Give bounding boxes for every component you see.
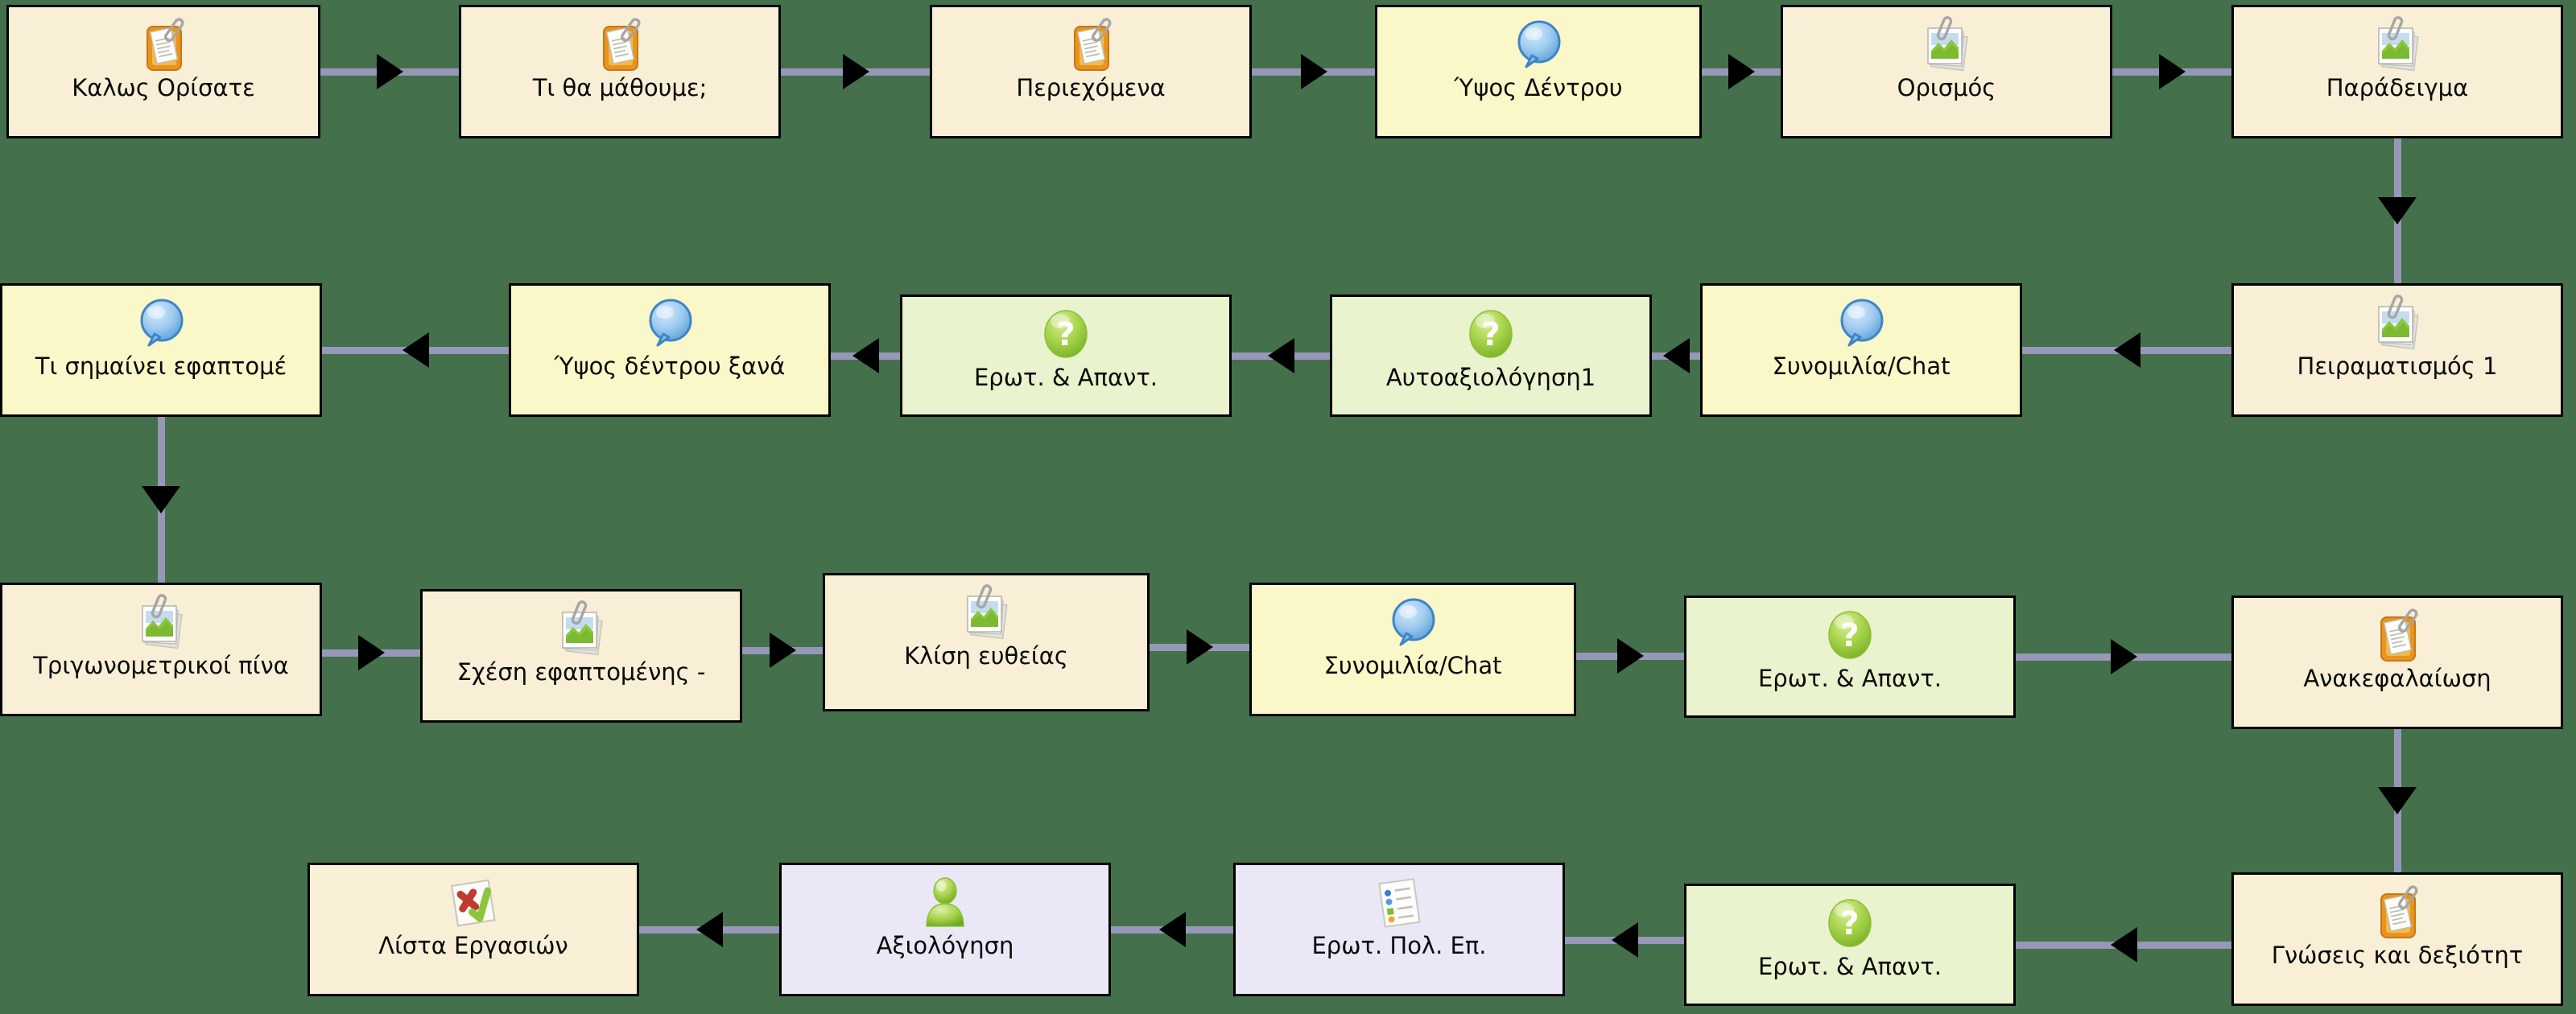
svg-text:?: ?: [1481, 316, 1500, 353]
arrowhead-right-icon: [843, 54, 869, 89]
checkmark-cross-icon: [451, 879, 496, 927]
flow-node-n20[interactable]: ? Ερωτ. & Απαντ.: [1684, 884, 2016, 1006]
flow-node-n15[interactable]: Κλίση ευθείας: [823, 573, 1150, 711]
question-circle-icon: ?: [1828, 611, 1872, 659]
flow-node-label: Περιεχόμενα: [1016, 74, 1166, 101]
arrowhead-left-icon: [1159, 912, 1186, 947]
arrowhead-right-icon: [377, 54, 403, 89]
speech-bubble-icon: [1840, 299, 1884, 347]
arrowhead-left-icon: [1612, 922, 1638, 958]
flow-node-label: Παράδειγμα: [2326, 74, 2469, 101]
svg-text:?: ?: [1840, 905, 1859, 942]
arrowhead-right-icon: [1728, 54, 1755, 89]
flow-node-label: Ανακεφαλαίωση: [2303, 665, 2491, 692]
flow-node-n12[interactable]: Τι σημαίνει εφαπτομέ: [0, 283, 322, 417]
flow-node-label: Πειραματισμός 1: [2297, 352, 2498, 380]
arrowhead-left-icon: [1663, 338, 1690, 373]
flow-node-n4[interactable]: Ύψος Δέντρου: [1375, 5, 1702, 138]
arrowhead-right-icon: [2111, 639, 2137, 674]
flow-node-label: Συνομιλία/Chat: [1323, 652, 1502, 679]
arrowhead-left-icon: [852, 338, 879, 373]
arrowhead-left-icon: [2114, 332, 2140, 368]
arrowhead-down-icon: [2378, 197, 2417, 225]
person-icon: [926, 877, 964, 927]
flow-node-n8[interactable]: Συνομιλία/Chat: [1700, 283, 2022, 417]
flow-node-n23[interactable]: Λίστα Εργασιών: [308, 863, 639, 996]
svg-text:?: ?: [1840, 617, 1859, 654]
question-circle-icon: ?: [1044, 310, 1088, 358]
flow-node-n1[interactable]: Καλως Ορίσατε: [6, 5, 320, 138]
clipboard-note-icon: [2380, 608, 2418, 662]
flow-node-n18[interactable]: Ανακεφαλαίωση: [2231, 596, 2563, 729]
arrowhead-left-icon: [1268, 338, 1294, 373]
clipboard-note-icon: [2380, 885, 2418, 938]
photo-stack-icon: [142, 594, 183, 649]
flow-node-label: Λίστα Εργασιών: [378, 932, 568, 959]
flow-node-label: Ερωτ. Πολ. Επ.: [1311, 932, 1487, 959]
photo-stack-icon: [967, 584, 1008, 640]
photo-stack-icon: [1927, 16, 1968, 72]
arrowhead-left-icon: [402, 332, 429, 368]
flow-node-n6[interactable]: Παράδειγμα: [2231, 5, 2563, 138]
clipboard-note-icon: [603, 18, 641, 71]
flow-node-n5[interactable]: Ορισμός: [1781, 5, 2112, 138]
flow-node-n10[interactable]: ? Ερωτ. & Απαντ.: [900, 295, 1232, 417]
arrowhead-left-icon: [2111, 927, 2137, 962]
flow-node-label: Ύψος δέντρου ξανά: [554, 352, 786, 380]
arrowhead-left-icon: [696, 912, 723, 947]
arrowhead-right-icon: [358, 635, 385, 670]
flow-node-label: Γνώσεις και δεξιότητ: [2271, 942, 2524, 969]
photo-stack-icon: [2378, 16, 2419, 72]
flow-node-label: Αυτοαξιολόγηση1: [1385, 364, 1596, 391]
flow-node-n9[interactable]: ? Αυτοαξιολόγηση1: [1330, 295, 1652, 417]
flow-node-label: Σχέση εφαπτομένης -: [456, 658, 706, 686]
flow-node-label: Ερωτ. & Απαντ.: [1757, 953, 1942, 980]
flow-node-label: Αξιολόγηση: [876, 932, 1014, 959]
flow-node-n7[interactable]: Πειραματισμός 1: [2231, 283, 2563, 417]
flow-node-label: Συνομιλία/Chat: [1772, 352, 1951, 380]
flow-node-label: Τριγωνομετρικοί πίνα: [33, 652, 289, 679]
speech-bubble-icon: [140, 299, 184, 347]
flow-node-n16[interactable]: Συνομιλία/Chat: [1249, 583, 1576, 716]
arrowhead-right-icon: [1617, 638, 1644, 674]
flow-node-label: Τι θα μάθουμε;: [532, 74, 708, 101]
speech-bubble-icon: [649, 299, 692, 347]
flow-node-label: Ερωτ. & Απαντ.: [1757, 665, 1942, 692]
flow-node-n3[interactable]: Περιεχόμενα: [930, 5, 1252, 138]
flow-node-n21[interactable]: Ερωτ. Πολ. Επ.: [1233, 863, 1565, 996]
photo-stack-icon: [562, 600, 603, 656]
flow-node-n19[interactable]: Γνώσεις και δεξιότητ: [2231, 872, 2563, 1006]
arrowhead-right-icon: [770, 633, 796, 668]
flow-node-n13[interactable]: Τριγωνομετρικοί πίνα: [0, 583, 322, 716]
question-circle-icon: ?: [1469, 310, 1513, 358]
photo-stack-icon: [2378, 295, 2419, 350]
flow-node-n22[interactable]: Αξιολόγηση: [779, 863, 1111, 996]
arrowhead-down-icon: [142, 486, 180, 513]
speech-bubble-icon: [1392, 598, 1435, 646]
speech-bubble-icon: [1517, 20, 1561, 68]
clipboard-note-icon: [1074, 18, 1112, 71]
flow-node-label: Καλως Ορίσατε: [72, 74, 255, 101]
flow-node-n14[interactable]: Σχέση εφαπτομένης -: [420, 589, 742, 723]
clipboard-note-icon: [147, 18, 184, 71]
flow-node-label: Ύψος Δέντρου: [1454, 74, 1623, 101]
arrowhead-right-icon: [1301, 54, 1327, 89]
arrowhead-right-icon: [1187, 629, 1213, 665]
flow-node-label: Τι σημαίνει εφαπτομέ: [35, 352, 287, 380]
checklist-icon: [1378, 878, 1421, 928]
flow-node-label: Κλίση ευθείας: [904, 642, 1068, 670]
flow-node-label: Ερωτ. & Απαντ.: [973, 364, 1158, 391]
flow-node-n2[interactable]: Τι θα μάθουμε;: [459, 5, 781, 138]
flow-node-n17[interactable]: ? Ερωτ. & Απαντ.: [1684, 596, 2016, 718]
arrowhead-right-icon: [2159, 54, 2186, 89]
svg-text:?: ?: [1056, 316, 1075, 353]
flow-node-label: Ορισμός: [1897, 74, 1996, 101]
flow-node-n11[interactable]: Ύψος δέντρου ξανά: [509, 283, 831, 417]
question-circle-icon: ?: [1828, 899, 1872, 947]
arrowhead-down-icon: [2378, 787, 2417, 814]
